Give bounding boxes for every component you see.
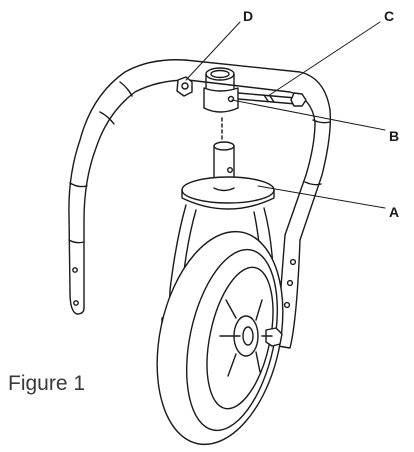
bolt-c	[237, 92, 307, 107]
nut-d	[176, 76, 193, 97]
callout-label-d: D	[243, 8, 254, 24]
leader-b	[231, 99, 386, 131]
handle-hole	[73, 300, 79, 306]
callout-label-a: A	[389, 204, 400, 220]
handle-left-arm	[68, 59, 189, 309]
axle-bolt	[261, 327, 283, 347]
wheel-spokes	[219, 299, 263, 377]
handle-left-bands	[68, 81, 133, 244]
stem-a	[181, 141, 275, 210]
bracket-hole	[286, 279, 294, 287]
figure-caption: Figure 1	[8, 372, 86, 395]
handle-hole	[72, 267, 78, 273]
bolt-c-nut	[290, 92, 307, 107]
handle-left-end	[69, 291, 85, 315]
wheel-tire-inner	[185, 248, 279, 432]
bracket-hole	[283, 301, 291, 309]
socket-b	[203, 67, 239, 113]
caster-wheel	[156, 230, 284, 446]
socket-b-sleeve	[203, 87, 239, 113]
handle-right-bands	[304, 119, 331, 186]
callout-label-c: C	[384, 8, 395, 24]
leader-lines	[185, 21, 386, 209]
bracket-hole	[289, 258, 297, 266]
leader-a	[257, 185, 386, 209]
nut-d-hex	[176, 76, 193, 97]
socket-b-body	[205, 73, 235, 89]
leader-c	[267, 21, 381, 97]
bolt-c-shaft	[237, 92, 297, 105]
stem-a-top	[213, 141, 235, 151]
leader-d	[185, 21, 241, 81]
callout-label-b: B	[389, 128, 400, 144]
handle-right-arm	[284, 109, 331, 241]
